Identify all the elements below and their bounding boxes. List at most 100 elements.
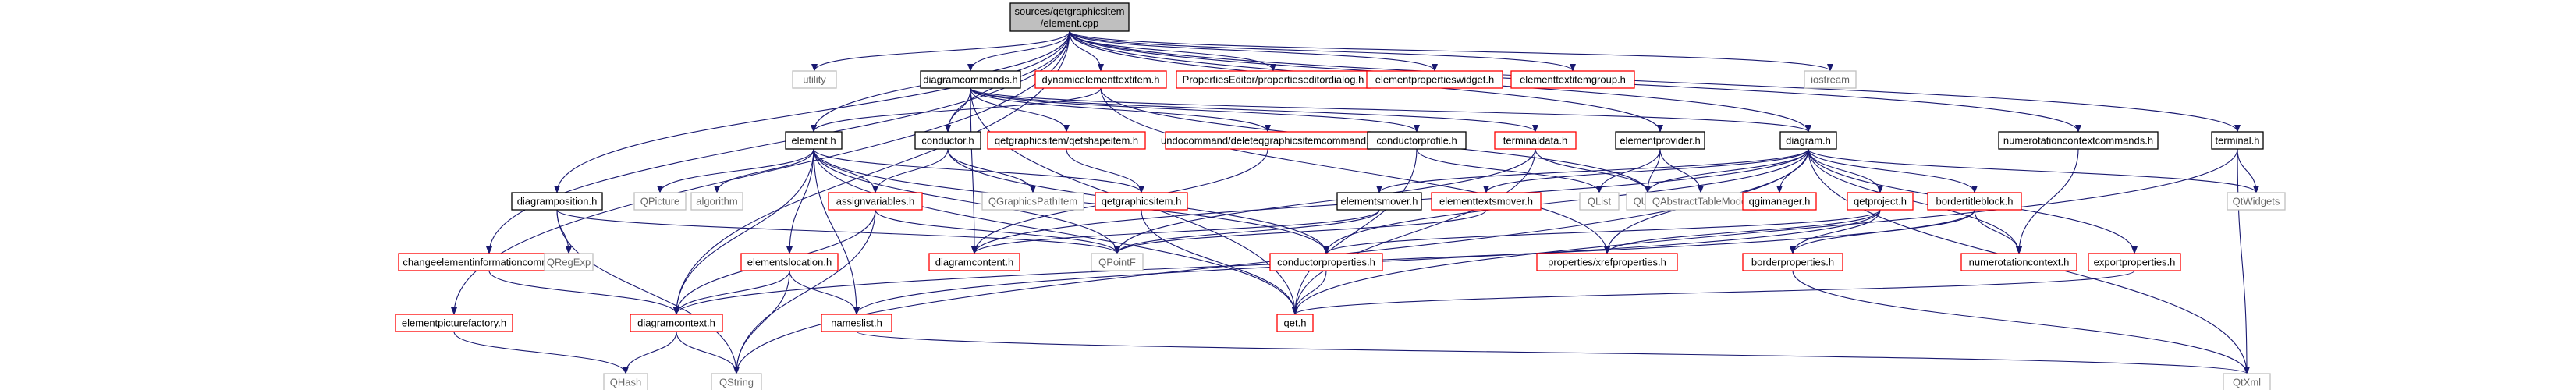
node-diagramcontent[interactable]: diagramcontent.h	[928, 253, 1020, 271]
edge-diagramcommands-to-conductorprofile	[970, 87, 1420, 133]
node-numerotationcmds[interactable]: numerotationcontextcommands.h	[1998, 131, 2159, 150]
node-dynamicelementtextitem-label: dynamicelementtextitem.h	[1041, 74, 1159, 86]
edge-elementsmover-to-qpointf	[1114, 209, 1380, 254]
edge-root-to-iostream	[1069, 30, 1833, 72]
node-exportproperties[interactable]: exportproperties.h	[2088, 253, 2181, 271]
node-getshapeitem[interactable]: qetgraphicsitem/qetshapeitem.h	[987, 131, 1146, 150]
node-qetproject-label: qetproject.h	[1854, 196, 1907, 207]
node-diagramposition[interactable]: diagramposition.h	[511, 192, 603, 211]
edge-terminal-to-qtwidgets	[2237, 148, 2259, 193]
node-exportproperties-box	[2088, 253, 2181, 271]
node-changeelementinfo-label: changeelementinformationcommand.h	[403, 257, 575, 268]
node-elementslocation[interactable]: elementslocation.h	[740, 253, 839, 271]
node-diagramcommands[interactable]: diagramcommands.h	[920, 70, 1021, 89]
node-qetgraphicsitem[interactable]: qetgraphicsitem.h	[1095, 192, 1188, 211]
node-elementsmover[interactable]: elementsmover.h	[1336, 192, 1422, 211]
node-numerotationcontext-box	[1960, 253, 2077, 271]
node-conductorprofile[interactable]: conductorprofile.h	[1367, 131, 1467, 150]
node-iostream-label: iostream	[1811, 74, 1850, 86]
node-elementpropertieswidget-label: elementpropertieswidget.h	[1375, 74, 1494, 86]
node-propertieseditordialog[interactable]: PropertiesEditor/propertieseditordialog.…	[1176, 70, 1371, 89]
node-elementtextitemgroup[interactable]: elementtextitemgroup.h	[1510, 70, 1635, 89]
node-qtwidgets-label: QtWidgets	[2233, 196, 2280, 207]
node-diagram[interactable]: diagram.h	[1779, 131, 1837, 150]
node-qregexp: QRegExp	[544, 253, 594, 271]
node-propertieseditordialog-label: PropertiesEditor/propertieseditordialog.…	[1183, 74, 1364, 86]
node-elementpicturefactory[interactable]: elementpicturefactory.h	[395, 314, 513, 332]
node-namelist-label: nameslist.h	[831, 317, 882, 329]
node-qregexp-label: QRegExp	[547, 257, 591, 268]
node-assignvariables[interactable]: assignvariables.h	[828, 192, 923, 211]
node-qlist-box	[1579, 192, 1620, 211]
node-dynamicelementtextitem[interactable]: dynamicelementtextitem.h	[1034, 70, 1167, 89]
edge-element-to-qpointf	[813, 148, 1120, 254]
node-qet-box	[1276, 314, 1314, 332]
node-conductorprofile-label: conductorprofile.h	[1376, 135, 1457, 147]
node-elementpropertieswidget[interactable]: elementpropertieswidget.h	[1366, 70, 1503, 89]
edge-root-to-elementtextitemgroup	[1069, 30, 1576, 72]
edge-diagramcommands-to-diagram	[970, 87, 1811, 133]
node-qetproject[interactable]: qetproject.h	[1847, 192, 1914, 211]
node-diagramcommands-label: diagramcommands.h	[923, 74, 1017, 86]
edge-dynamicelementtextitem-to-xrefproperties	[1100, 87, 1610, 254]
node-changeelementinfo[interactable]: changeelementinformationcommand.h	[398, 253, 580, 271]
node-diagramcontext[interactable]: diagramcontext.h	[630, 314, 723, 332]
node-conductor-label: conductor.h	[921, 135, 974, 147]
edge-diagram-to-bordertitleblock	[1808, 148, 1978, 193]
node-root-label: sources/qetgraphicsitem	[1015, 5, 1125, 17]
node-conductorproperties[interactable]: conductorproperties.h	[1269, 253, 1383, 271]
node-conductor[interactable]: conductor.h	[914, 131, 981, 150]
node-qabstracttablemodel-label: QAbstractTableModel	[1652, 196, 1749, 207]
node-bordertitleblock-label: bordertitleblock.h	[1936, 196, 2014, 207]
edge-conductor-to-assignvariables	[872, 148, 949, 193]
edge-diagram-to-qtwidgets	[1808, 148, 2259, 193]
edge-diagramcommands-to-terminaldata	[970, 87, 1538, 133]
edge-conductor-to-qgraphicspathitem	[947, 148, 1036, 193]
node-elementtextsmover-label: elementtextsmover.h	[1439, 196, 1533, 207]
node-conductorproperties-box	[1269, 253, 1383, 271]
node-qgimanager[interactable]: qgimanager.h	[1742, 192, 1817, 211]
node-numerotationcmds-label: numerotationcontextcommands.h	[2003, 135, 2153, 147]
node-qregexp-box	[544, 253, 594, 271]
edge-conductorprofile-to-qet	[1292, 148, 1418, 315]
node-terminaldata[interactable]: terminaldata.h	[1494, 131, 1577, 150]
node-namelist[interactable]: nameslist.h	[821, 314, 892, 332]
edge-elementprovider-to-qlist	[1596, 148, 1661, 193]
node-bordertitleblock[interactable]: bordertitleblock.h	[1927, 192, 2022, 211]
node-qlist-label: QList	[1588, 196, 1612, 207]
edge-assignvariables-to-qpointf	[875, 209, 1120, 254]
node-elementtextsmover[interactable]: elementtextsmover.h	[1431, 192, 1542, 211]
node-numerotationcontext[interactable]: numerotationcontext.h	[1960, 253, 2077, 271]
edge-exportproperties-to-qet	[1292, 270, 2135, 315]
node-conductor-box	[914, 131, 981, 150]
node-assignvariables-box	[828, 192, 923, 211]
node-deletecmd[interactable]: undocommand/deleteqgraphicsitemcommand.h	[1161, 131, 1375, 150]
edge-qetproject-to-borderproperties	[1790, 209, 1881, 254]
node-root-box	[1009, 2, 1130, 32]
node-element[interactable]: element.h	[785, 131, 843, 150]
node-exportproperties-label: exportproperties.h	[2094, 257, 2176, 268]
node-elementprovider[interactable]: elementprovider.h	[1615, 131, 1705, 150]
node-borderproperties[interactable]: borderproperties.h	[1742, 253, 1843, 271]
node-qlist: QList	[1579, 192, 1620, 211]
node-qet[interactable]: qet.h	[1276, 314, 1314, 332]
node-qtxml-box	[2223, 373, 2271, 390]
node-getshapeitem-label: qetgraphicsitem/qetshapeitem.h	[995, 135, 1138, 147]
node-elementtextitemgroup-box	[1510, 70, 1635, 89]
node-root[interactable]: sources/qetgraphicsitem/element.cpp	[1009, 2, 1130, 32]
node-diagram-box	[1779, 131, 1837, 150]
edge-root-to-terminal	[1069, 30, 2241, 133]
edge-dynamicelementtextitem-to-element	[811, 87, 1102, 133]
node-qetgraphicsitem-box	[1095, 192, 1188, 211]
edge-elementslocation-to-diagramcontext	[673, 270, 790, 315]
edge-qetgraphicsitem-to-qet	[1141, 209, 1298, 315]
node-terminal[interactable]: terminal.h	[2211, 131, 2264, 150]
edge-element-to-qet	[813, 148, 1298, 315]
edge-elementpicturefactory-to-qhash	[453, 331, 629, 374]
node-algorithm: algorithm	[690, 192, 743, 211]
edge-diagram-to-conductorproperties	[1323, 148, 1809, 254]
edge-diagram-to-qetproject	[1808, 148, 1883, 193]
node-xrefproperties[interactable]: properties/xrefproperties.h	[1536, 253, 1678, 271]
edge-diagram-to-elementsmover	[1376, 148, 1809, 193]
node-terminaldata-label: terminaldata.h	[1503, 135, 1567, 147]
